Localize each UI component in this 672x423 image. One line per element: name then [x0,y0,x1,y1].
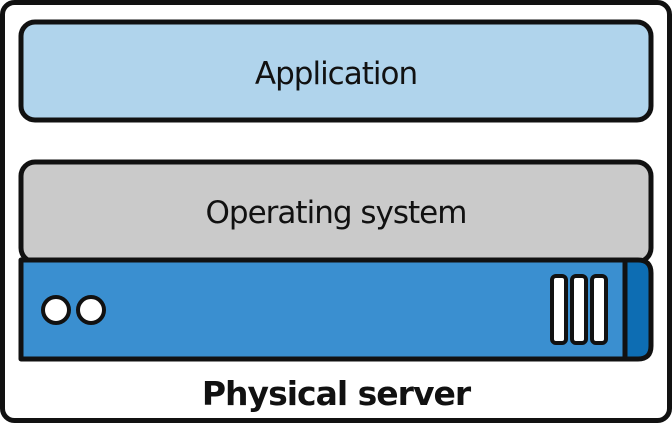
drive-bay-2 [570,274,588,345]
drive-bay-3 [590,274,608,345]
application-layer: Application [18,19,654,123]
physical-server-caption: Physical server [202,374,472,413]
server-end-cap [622,257,654,362]
application-label: Application [255,56,417,92]
indicator-light-2 [76,295,106,325]
application-box [18,19,654,123]
drive-bay-1 [550,274,568,345]
operating-system-layer: Operating system [18,159,654,265]
server-chassis [18,257,654,362]
operating-system-label: Operating system [206,195,467,231]
server-body [18,257,631,362]
indicator-light-1 [41,295,71,325]
